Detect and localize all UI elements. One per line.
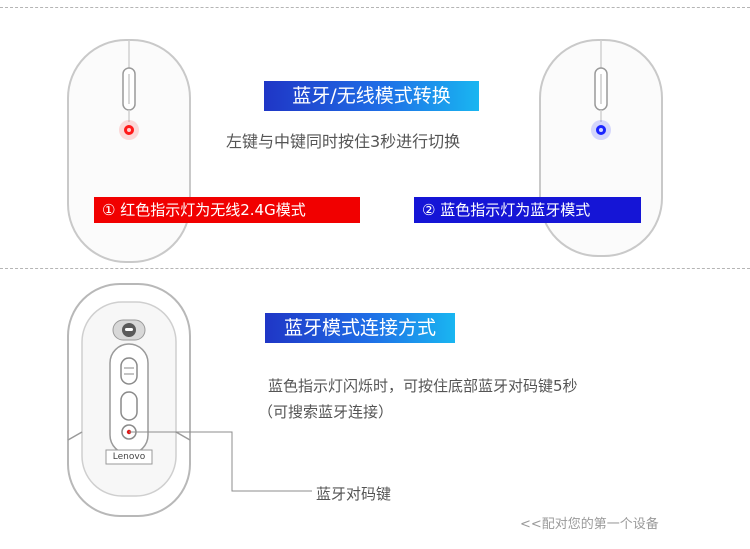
middle-dashed-divider	[0, 268, 750, 269]
mouse-top-view-red	[67, 39, 191, 263]
pairing-key-callout-line	[129, 431, 312, 492]
mouse-top-view-blue	[539, 39, 663, 257]
lenovo-logo: Lenovo	[112, 452, 146, 462]
bluetooth-connect-desc-line1: 蓝色指示灯闪烁时，可按住底部蓝牙对码键5秒	[268, 377, 578, 395]
mouse-bottom-view	[67, 283, 191, 517]
mode-switch-instruction: 左键与中键同时按住3秒进行切换	[226, 132, 461, 151]
pair-first-device-link[interactable]: <<配对您的第一个设备	[520, 517, 659, 532]
wireless-mode-tag: ① 红色指示灯为无线2.4G模式	[94, 197, 360, 223]
top-dashed-divider	[0, 7, 750, 8]
mode-switch-title: 蓝牙/无线模式转换	[264, 81, 479, 111]
bluetooth-connect-desc-line2: （可搜索蓝牙连接）	[258, 403, 394, 421]
pairing-key-label: 蓝牙对码键	[316, 485, 392, 503]
bluetooth-mode-tag: ② 蓝色指示灯为蓝牙模式	[414, 197, 641, 223]
bluetooth-connect-title: 蓝牙模式连接方式	[265, 313, 455, 343]
